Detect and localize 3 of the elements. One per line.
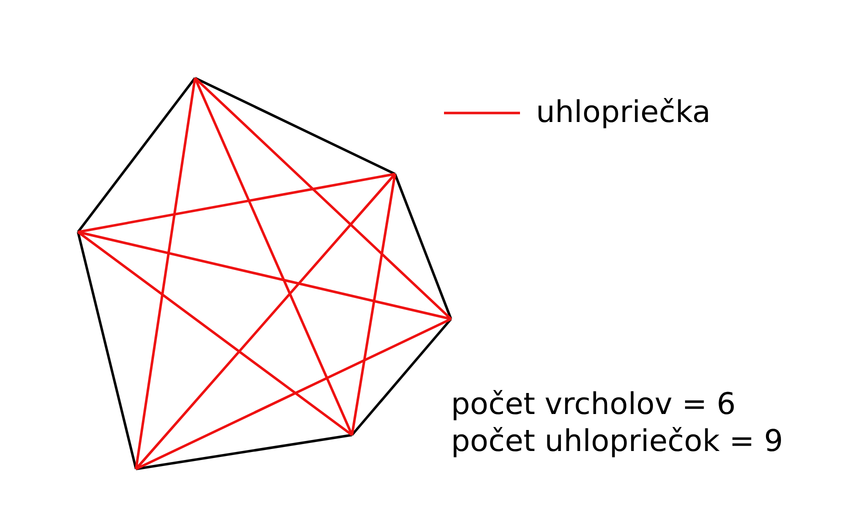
legend-label: uhlopriečka bbox=[536, 94, 711, 132]
count-note: počet vrcholov = 6 bbox=[451, 386, 737, 423]
count-note: počet uhlopriečok = 9 bbox=[451, 423, 784, 460]
